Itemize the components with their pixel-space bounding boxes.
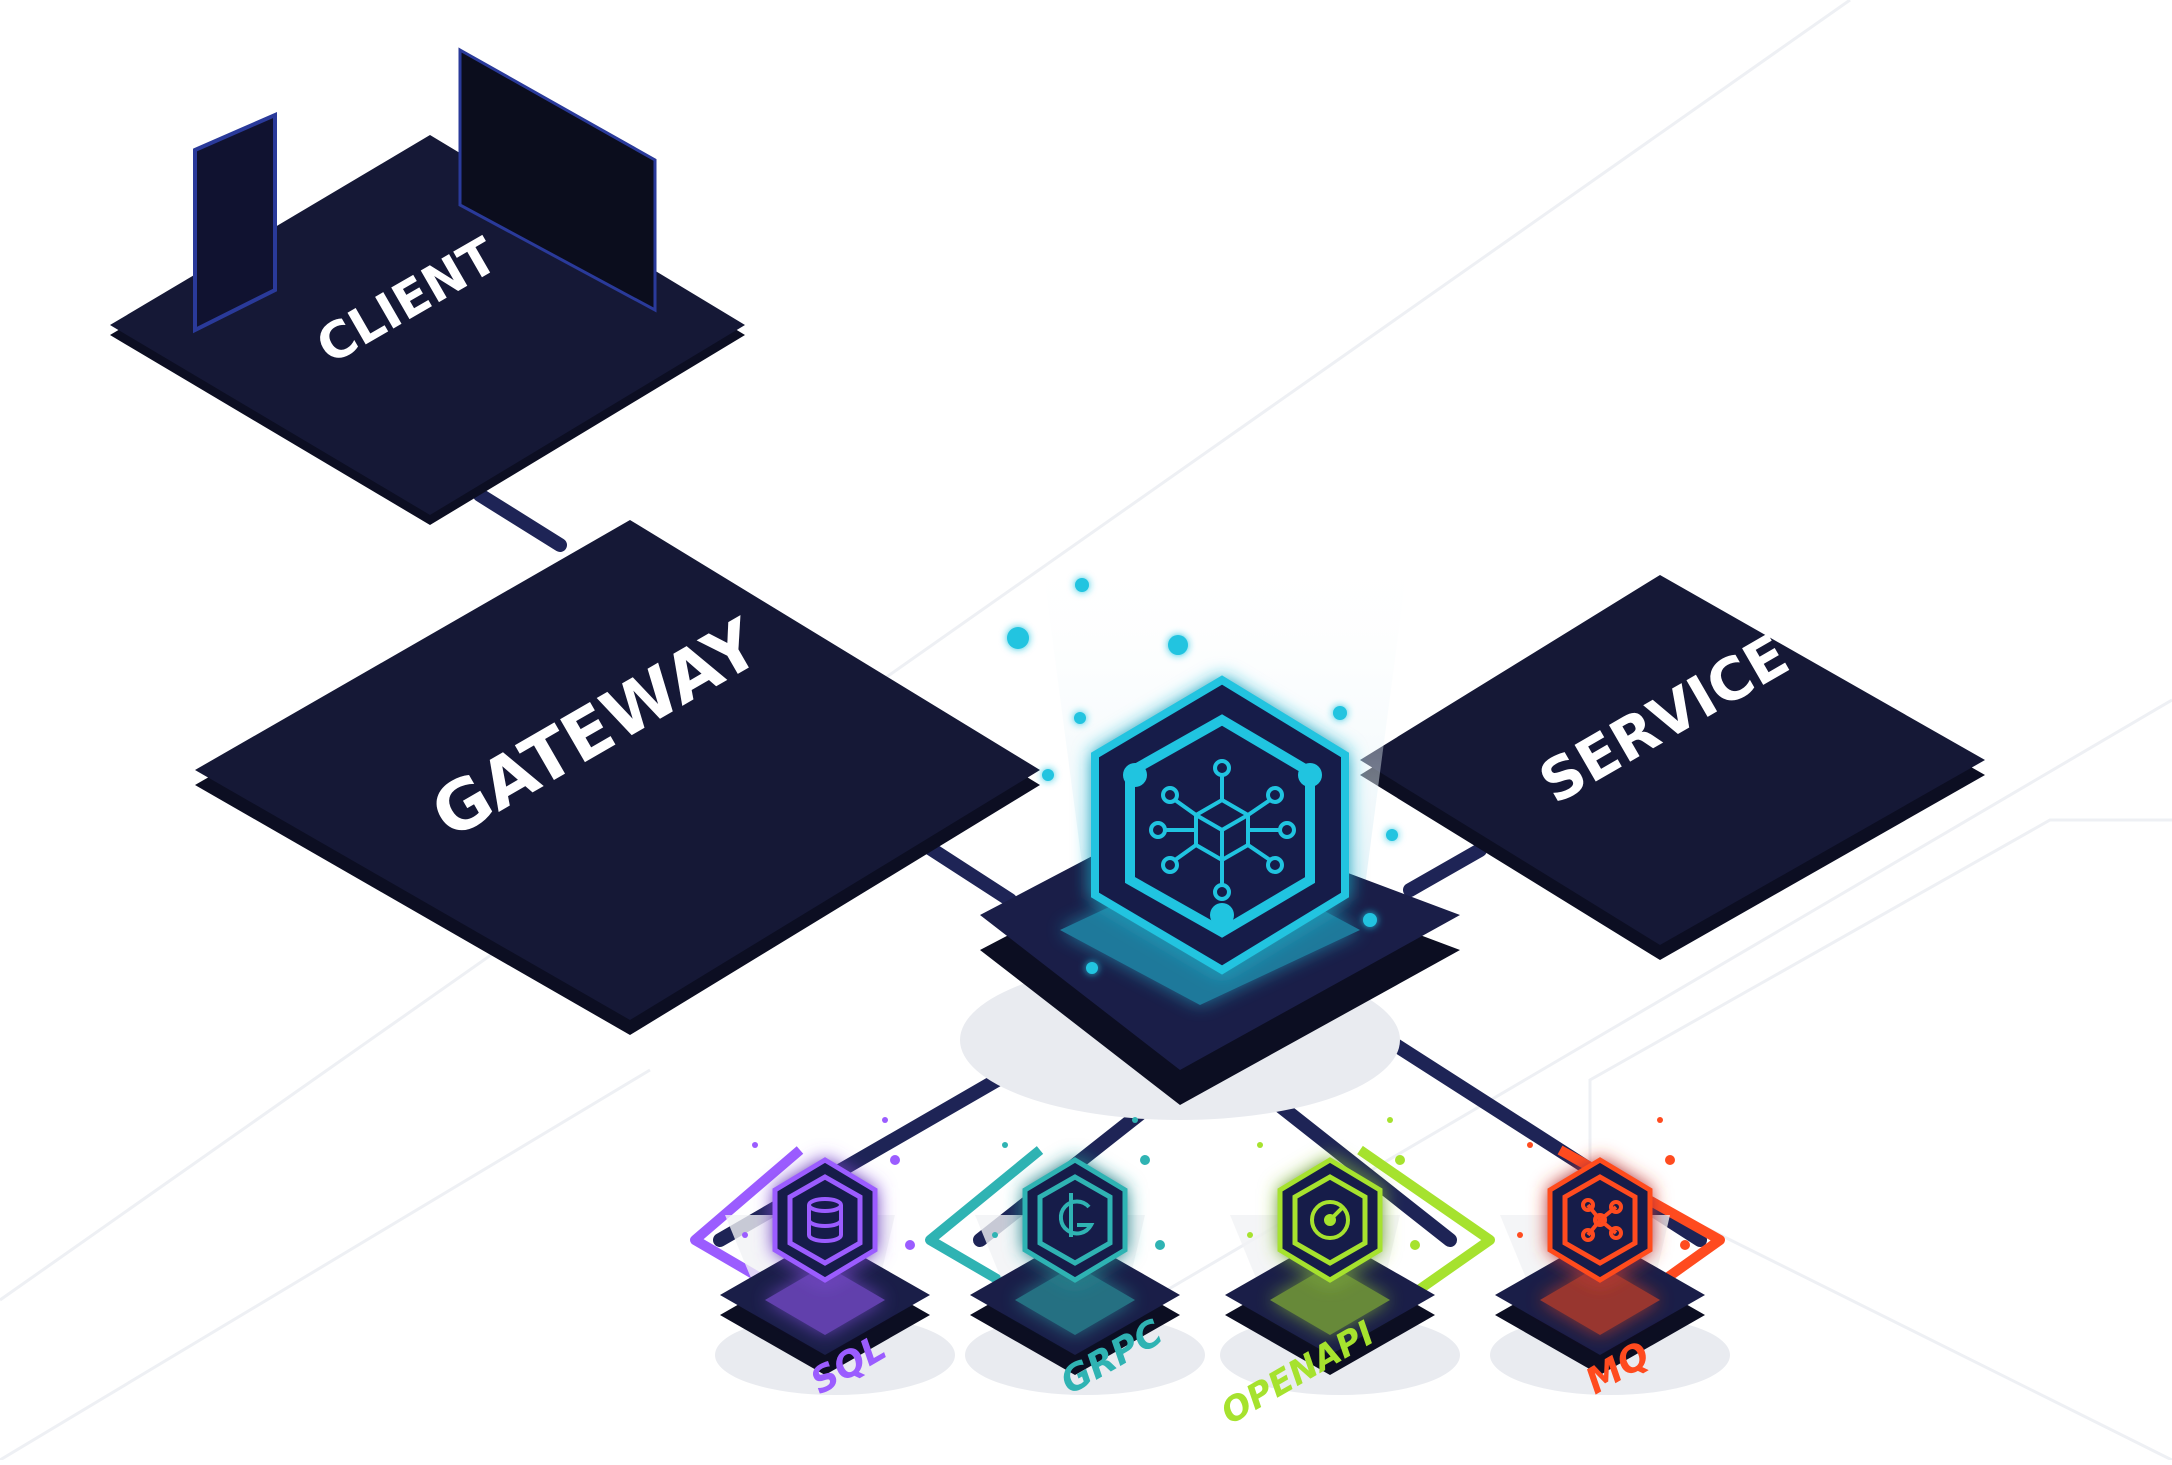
grpc-g-icon [1058,1193,1095,1237]
database-icon [807,1197,843,1243]
module-openapi: OPENAPI [1215,1117,1460,1433]
module-particle [1680,1240,1690,1250]
module-sql: SQL [715,1117,955,1403]
client-node: CLIENT [110,47,745,525]
gateway-node: GATEWAY [195,520,1040,1035]
module-particle [1665,1155,1675,1165]
module-particle [1257,1142,1263,1148]
module-particle [1527,1142,1533,1148]
hub-cube-network-icon [1149,759,1296,901]
module-particle [1002,1142,1008,1148]
service-node: SERVICE [1360,575,1985,960]
module-particle [742,1232,748,1238]
module-particle [992,1232,998,1238]
network-nodes-icon [1581,1198,1623,1242]
module-particle [905,1240,915,1250]
module-particle [1387,1117,1393,1123]
module-grpc: GRPC [965,1117,1205,1403]
phone-device [193,111,277,334]
module-particle [1155,1240,1165,1250]
module-particle [752,1142,758,1148]
module-particle [1657,1117,1663,1123]
module-particle [1395,1155,1405,1165]
module-particle [1247,1232,1253,1238]
module-mq: MQ [1490,1117,1730,1403]
module-particle [890,1155,900,1165]
module-particle [1517,1232,1523,1238]
module-particle [1410,1240,1420,1250]
laptop-device [458,47,657,313]
module-particle [1132,1117,1138,1123]
module-particle [1140,1155,1150,1165]
module-particle [882,1117,888,1123]
gauge-icon [1310,1200,1350,1240]
hub-node [960,545,1460,1120]
hub-particles [1007,578,1398,974]
